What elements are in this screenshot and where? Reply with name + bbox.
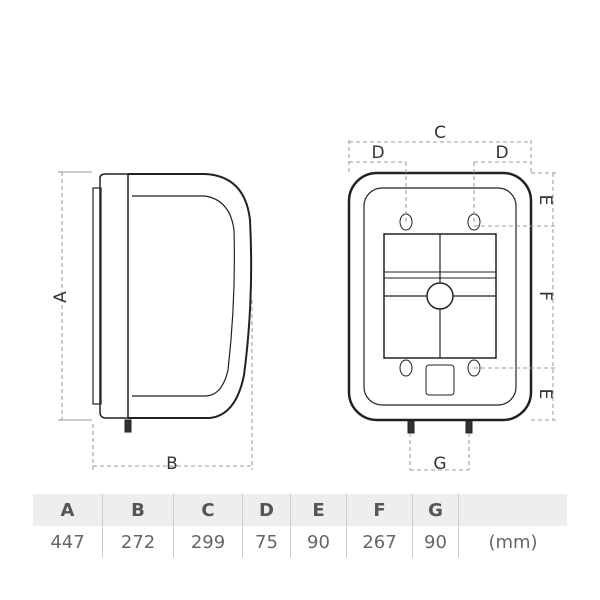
dimension-diagram: A B C D D E F E G [51,123,556,474]
header-cell: A [33,494,103,526]
header-cell: F [346,494,413,526]
header-cell: D [242,494,291,526]
table-row: 447 272 299 75 90 267 90 (mm) [33,526,567,558]
unit-cell: (mm) [488,531,538,553]
label-d-right: D [495,143,508,163]
dimensions-table: A B C D E F G 447 272 299 75 90 267 90 (… [33,494,567,558]
side-view [58,171,253,470]
table-header-row: A B C D E F G [33,494,567,526]
value-cell: 267 [346,526,413,558]
label-b: B [166,454,178,474]
value-cell: 299 [173,526,243,558]
header-cell: E [290,494,347,526]
header-cell [458,494,567,526]
label-g: G [433,454,446,474]
label-e-bottom: E [535,389,555,400]
front-view [347,140,556,471]
label-d-left: D [371,143,384,163]
value-cell: 272 [102,526,174,558]
value-cell: 90 [290,526,347,558]
header-cell: G [412,494,459,526]
value-cell: 447 [33,526,103,558]
label-a: A [51,291,71,303]
value-cell: 90 [412,526,459,558]
header-cell: B [102,494,174,526]
label-f: F [535,291,555,301]
label-e-top: E [535,195,555,206]
label-c: C [434,123,446,143]
header-cell: C [173,494,243,526]
value-cell: 75 [242,526,291,558]
